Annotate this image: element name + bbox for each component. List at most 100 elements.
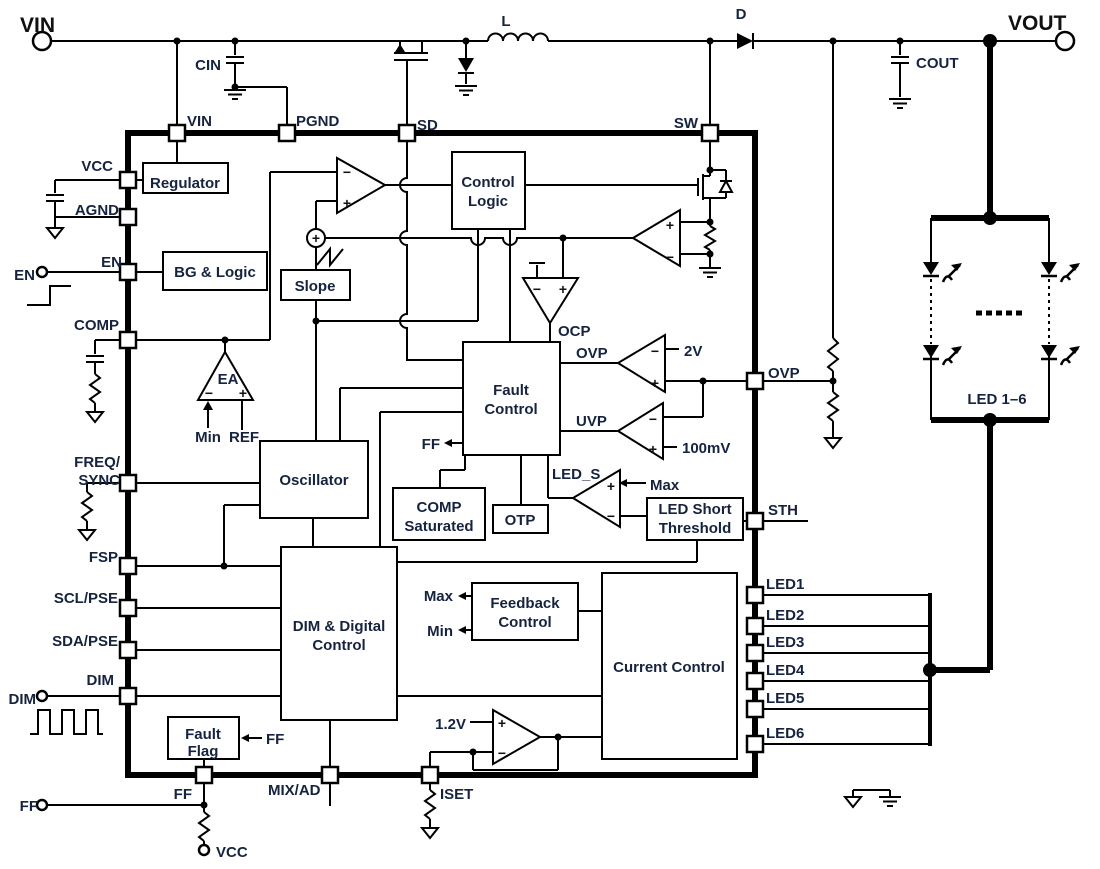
dim-digital-label-2: Control <box>312 637 365 654</box>
emission-arrow-icon <box>941 261 964 284</box>
ground-tie <box>844 789 902 808</box>
inductor-label: L <box>501 13 510 30</box>
bg-logic-block <box>162 251 268 291</box>
pin-led6 <box>745 734 765 754</box>
ground-icon <box>878 796 902 807</box>
pin-sth-label: STH <box>768 502 798 519</box>
pwm-pulse-waveform-icon <box>30 709 103 735</box>
pin-fsp <box>118 556 138 576</box>
summing-junction-icon <box>306 228 326 248</box>
iset-minus: − <box>498 745 506 761</box>
pin-pgnd-label: PGND <box>296 113 340 130</box>
en-external <box>27 265 120 306</box>
cout-capacitor-icon <box>888 41 912 109</box>
ea-min-arrowhead-icon <box>203 401 213 410</box>
otp-block <box>492 504 549 534</box>
iset-plus: + <box>498 715 506 731</box>
clamp-diode-icon <box>454 41 478 96</box>
dim-digital-label-1: DIM & Digital <box>293 618 386 635</box>
iset-amp-icon <box>492 708 543 766</box>
pin-sw <box>700 123 720 143</box>
ovp-signal-label: OVP <box>576 345 608 362</box>
fault-control-block <box>462 341 561 456</box>
ff-flag-arrowhead-icon <box>241 734 249 742</box>
fb-max-arrowhead-icon <box>458 592 466 600</box>
oscillator-label: Oscillator <box>279 472 348 489</box>
ref-2v-label: 2V <box>684 343 702 360</box>
ground-arrow-icon <box>86 411 104 423</box>
pin-led2 <box>745 616 765 636</box>
pin-iset <box>420 765 440 785</box>
pin-ff <box>194 765 214 785</box>
pin-freq-sync <box>118 473 138 493</box>
comparators <box>196 156 681 766</box>
pin-sw-label: SW <box>674 115 699 132</box>
ic-boundary <box>125 130 758 778</box>
cin-capacitor-icon <box>223 41 288 125</box>
fault-flag-label-2: Flag <box>188 743 219 760</box>
pin-sync-label: SYNC <box>78 472 120 489</box>
cs-minus: − <box>666 249 674 265</box>
diode-label: D <box>736 6 747 23</box>
regulator-block <box>142 162 229 194</box>
sum-plus: + <box>312 230 320 246</box>
vout-title: VOUT <box>1008 12 1067 35</box>
iset-external <box>421 783 439 839</box>
emission-arrow-icon <box>1059 261 1082 284</box>
pin-ff-label: FF <box>174 786 192 803</box>
led-s-label: LED_S <box>552 466 600 483</box>
pin-sth <box>745 511 765 531</box>
input-rail-wires <box>51 32 1056 125</box>
led-string <box>763 41 1082 746</box>
led-short-label-1: LED Short <box>658 501 731 518</box>
led-icon <box>921 343 941 361</box>
pin-agnd <box>118 207 138 227</box>
fb-max-label: Max <box>424 588 454 605</box>
feedback-control-block <box>471 582 579 641</box>
body-diode-icon <box>718 178 734 193</box>
function-blocks <box>142 151 744 760</box>
vcc-terminal <box>197 843 211 857</box>
fault-flag-block <box>167 716 240 760</box>
vout-terminal <box>1054 30 1076 52</box>
iset-ref-label: 1.2V <box>435 716 466 733</box>
pin-led1-label: LED1 <box>766 576 804 593</box>
freq-external <box>78 482 120 541</box>
leds-minus: − <box>607 508 615 524</box>
dim-external <box>30 689 120 735</box>
pin-sda-pse <box>118 640 138 660</box>
cout-label: COUT <box>916 55 959 72</box>
labels: VIN VOUT L D CIN COUT VIN PGND SD SW VCC… <box>9 6 1067 861</box>
led-short-label-2: Threshold <box>659 520 732 537</box>
regulator-label: Regulator <box>150 175 220 192</box>
dim-terminal <box>35 689 49 703</box>
control-logic-label-1: Control <box>461 174 514 191</box>
pin-led3-label: LED3 <box>766 634 804 651</box>
pin-led1 <box>745 585 765 605</box>
led-icon <box>921 260 941 278</box>
current-control-block <box>601 572 738 760</box>
ground-icon <box>454 85 478 96</box>
schottky-diode-d-icon <box>737 33 754 49</box>
ground-icon <box>698 267 722 278</box>
fb-min-label: Min <box>427 623 453 640</box>
pin-ovp <box>745 371 765 391</box>
comp-saturated-label-1: COMP <box>417 499 462 516</box>
pin-iset-label: ISET <box>440 786 473 803</box>
ea-min-label: Min <box>195 429 221 446</box>
ground-icon <box>888 98 912 109</box>
cs-plus: + <box>666 217 674 233</box>
ovp-divider <box>763 41 842 449</box>
comp-external <box>86 339 120 423</box>
ovp-plus: + <box>651 375 659 391</box>
uvp-plus: + <box>649 441 657 457</box>
comp-saturated-block <box>392 487 486 541</box>
feedback-control-label-1: Feedback <box>490 595 560 612</box>
uvp-minus: − <box>649 411 657 427</box>
pin-led4 <box>745 671 765 691</box>
pin-led4-label: LED4 <box>766 662 805 679</box>
led-icon <box>1039 343 1059 361</box>
pin-sda-label: SDA/PSE <box>52 633 118 650</box>
